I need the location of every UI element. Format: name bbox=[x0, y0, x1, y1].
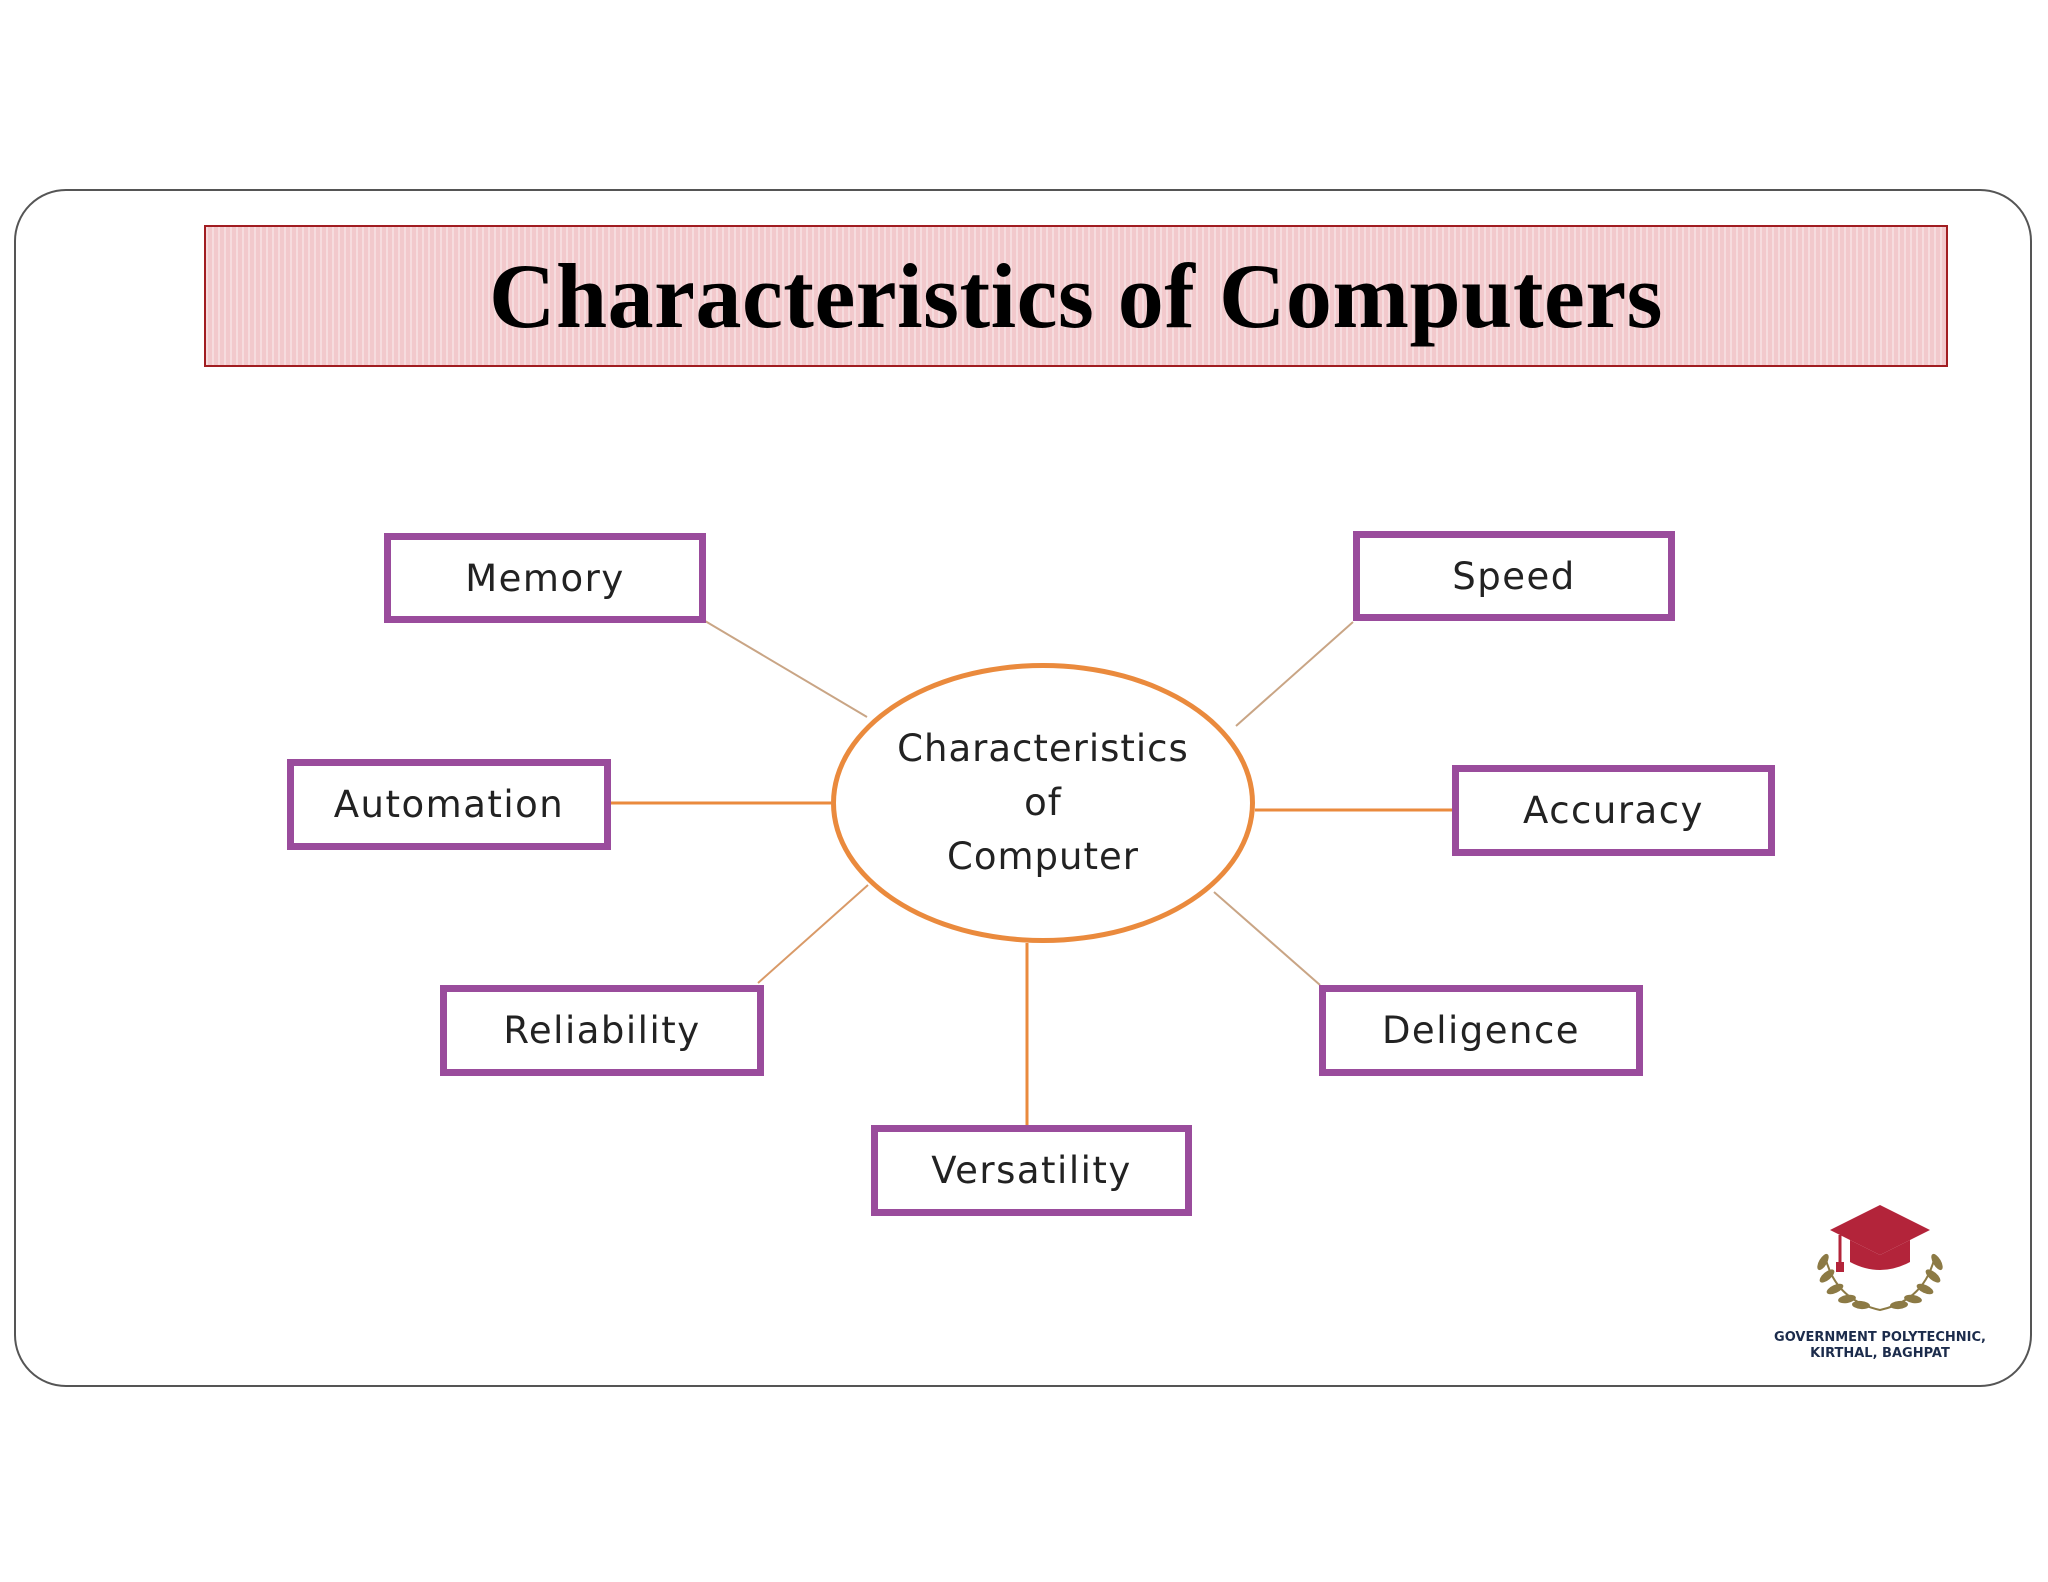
logo-caption-line-1: GOVERNMENT POLYTECHNIC, bbox=[1774, 1330, 1986, 1345]
node-reliability: Reliability bbox=[440, 985, 764, 1076]
node-deligence: Deligence bbox=[1319, 985, 1643, 1076]
connector-speed bbox=[1235, 621, 1354, 727]
center-node: Characteristics of Computer bbox=[831, 663, 1255, 943]
logo-caption: GOVERNMENT POLYTECHNIC, KIRTHAL, BAGHPAT bbox=[1755, 1330, 2005, 1362]
center-label-line-3: Computer bbox=[947, 835, 1139, 878]
graduation-cap-icon bbox=[1817, 1205, 1943, 1312]
center-label-line-1: Characteristics bbox=[897, 727, 1189, 770]
title-banner: Characteristics of Computers bbox=[204, 225, 1948, 367]
connector-memory bbox=[699, 617, 868, 718]
institution-logo: GOVERNMENT POLYTECHNIC, KIRTHAL, BAGHPAT bbox=[1755, 1200, 2005, 1370]
node-speed: Speed bbox=[1353, 531, 1675, 621]
node-accuracy: Accuracy bbox=[1452, 765, 1775, 856]
logo-caption-line-2: KIRTHAL, BAGHPAT bbox=[1810, 1346, 1950, 1361]
node-label: Accuracy bbox=[1523, 789, 1704, 832]
node-versatility: Versatility bbox=[871, 1125, 1192, 1216]
connector-deligence bbox=[1213, 891, 1321, 986]
center-label-line-2: of bbox=[1024, 781, 1062, 824]
node-label: Memory bbox=[465, 556, 625, 600]
node-label: Speed bbox=[1452, 554, 1576, 598]
node-label: Reliability bbox=[503, 1009, 701, 1052]
node-memory: Memory bbox=[384, 533, 706, 623]
slide-title: Characteristics of Computers bbox=[489, 245, 1663, 347]
node-label: Automation bbox=[333, 783, 565, 826]
connector-reliability bbox=[757, 884, 869, 984]
node-label: Versatility bbox=[931, 1149, 1132, 1192]
node-automation: Automation bbox=[287, 759, 611, 850]
node-label: Deligence bbox=[1381, 1009, 1581, 1052]
